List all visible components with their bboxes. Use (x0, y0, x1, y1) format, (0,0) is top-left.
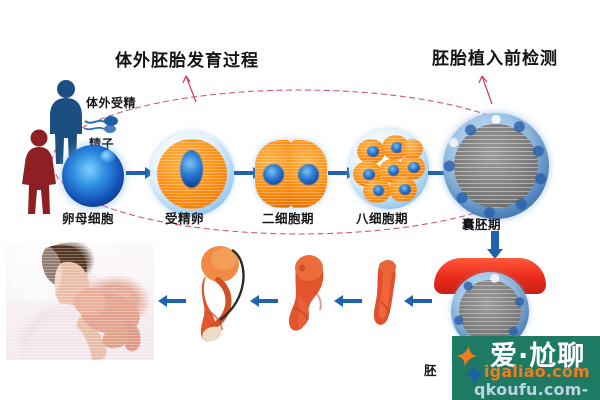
blastocyst-trophectoderm (443, 113, 549, 219)
label-implantation: 胚 (424, 363, 438, 378)
heading-in-vitro-embryo-development: 体外胚胎发育过程 (115, 51, 259, 71)
label-ivf: 体外受精 (86, 96, 137, 110)
pointer-invitro (185, 75, 197, 103)
watermark-url-secondary: qkoufu.com- (474, 380, 589, 399)
watermark-brand: 爱·尬聊 (490, 341, 586, 372)
male-silhouette-icon (50, 80, 82, 164)
fetus-early (288, 255, 324, 331)
watermark-url-primary: igaliao.com (484, 362, 590, 381)
label-oocyte: 卵母细胞 (62, 211, 115, 226)
embryo-early (373, 260, 396, 325)
sperm-icon (83, 116, 118, 133)
arrow-left-icon (334, 295, 362, 307)
two-cell-right-nucleus (298, 164, 319, 185)
two-cell-embryo (255, 140, 327, 208)
heading-preimplantation-genetic-testing: 胚胎植入前检测 (432, 49, 558, 69)
arrow-left-icon (404, 295, 432, 307)
two-cell-left-nucleus (263, 164, 284, 185)
eight-cell-embryo (349, 129, 429, 209)
arrow-right-icon (126, 167, 154, 179)
arrow-left-icon (158, 295, 186, 307)
watermark-logo-blue-icon: ✦ (462, 358, 488, 393)
label-zygote: 受精卵 (165, 211, 205, 226)
label-two-cell: 二细胞期 (262, 211, 315, 226)
fetus-mid (200, 246, 245, 342)
oocyte-polar-body (100, 150, 115, 165)
label-blastocyst: 囊胚期 (462, 217, 502, 232)
zygote-pronucleus (180, 150, 203, 188)
photo-scanline-overlay (6, 242, 154, 360)
blastocyst-cell-ring (443, 113, 549, 219)
female-silhouette-icon (22, 129, 56, 214)
mother-and-newborn-photo (6, 242, 154, 360)
arrow-left-icon (250, 295, 278, 307)
watermark: ✦ ✦ 爱·尬聊 igaliao.com qkoufu.com- (452, 336, 600, 400)
pointer-pgt (481, 75, 493, 105)
arrow-down-icon (487, 231, 503, 259)
oocyte-cell (62, 145, 124, 207)
label-eight-cell: 八细胞期 (356, 211, 409, 226)
